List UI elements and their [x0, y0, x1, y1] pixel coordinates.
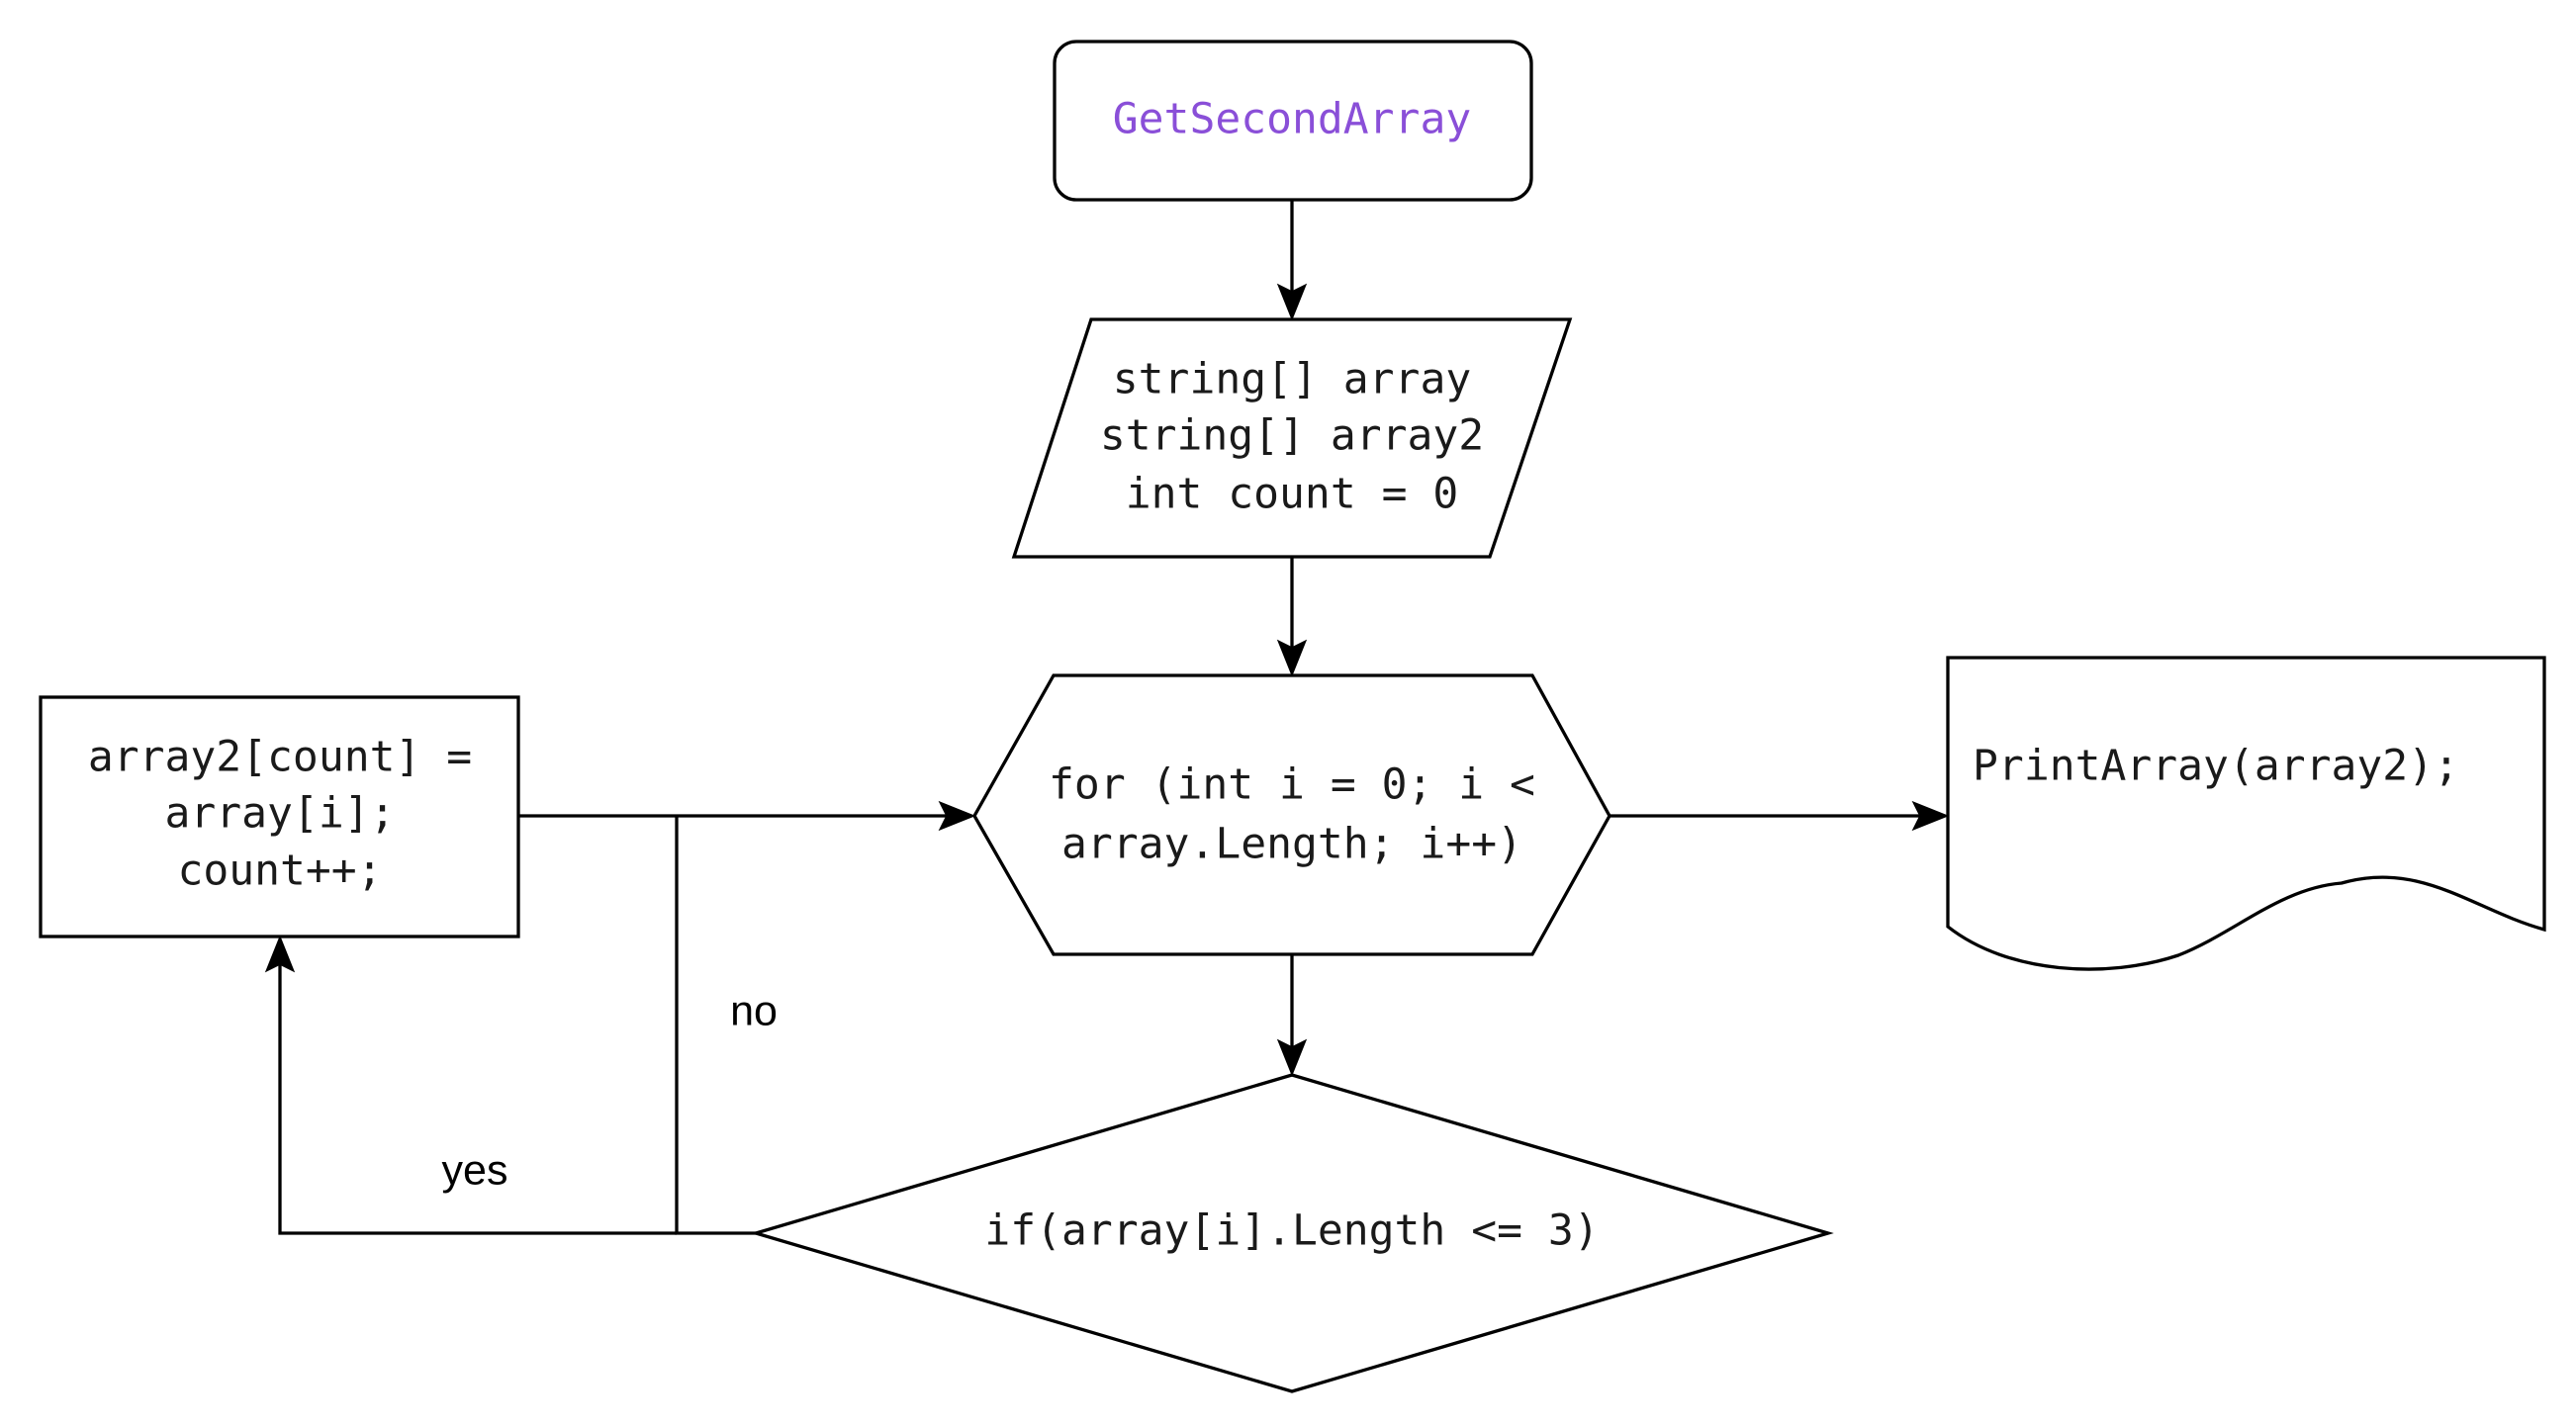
arrowhead-declare	[1276, 283, 1308, 321]
loop-node-line-1: for (int i = 0; i <	[1049, 760, 1535, 810]
edge-label-no: no	[730, 987, 778, 1034]
assign-node-line-1: array2[count] =	[88, 733, 472, 782]
edge-label-yes: yes	[442, 1146, 508, 1194]
assign-node-line-2: array[i];	[165, 789, 396, 839]
declare-node-line-3: int count = 0	[1126, 470, 1459, 519]
assign-node-line-3: count++;	[177, 847, 382, 896]
arrowhead-output	[1911, 800, 1950, 832]
arrowhead-loop-left	[938, 800, 976, 832]
arrowhead-loop-top	[1276, 639, 1308, 677]
edge-condition-yes-branch	[278, 963, 677, 1235]
arrowhead-condition	[1276, 1038, 1308, 1077]
loop-node-hexagon	[972, 673, 1611, 956]
output-node-document	[1946, 656, 2546, 971]
condition-node-label: if(array[i].Length <= 3)	[984, 1206, 1599, 1256]
declare-node-line-1: string[] array	[1113, 355, 1471, 404]
output-node-label: PrintArray(array2);	[1973, 742, 2459, 791]
arrowhead-assign	[264, 935, 296, 973]
loop-node-line-2: array.Length; i++)	[1061, 820, 1522, 869]
declare-node-line-2: string[] array2	[1100, 411, 1484, 461]
condition-node-diamond	[750, 1073, 1834, 1393]
start-node-label: GetSecondArray	[1113, 95, 1471, 144]
declare-node-parallelogram	[1011, 317, 1573, 559]
